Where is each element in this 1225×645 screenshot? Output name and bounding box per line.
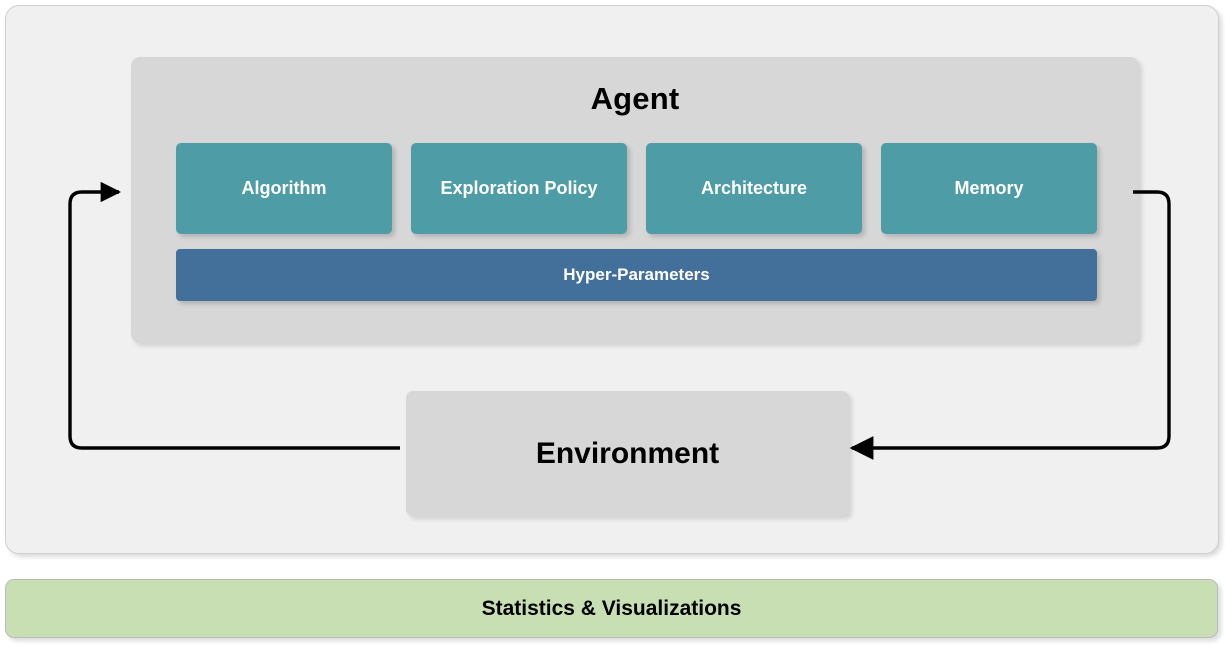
agent-panel[interactable]: Agent Algorithm Exploration Policy Archi… (131, 57, 1139, 343)
component-box-memory[interactable]: Memory (881, 143, 1097, 234)
hyper-parameters-label: Hyper-Parameters (563, 265, 710, 284)
environment-label: Environment (535, 436, 720, 470)
environment-box[interactable]: Environment (406, 391, 849, 516)
agent-title: Agent (590, 81, 680, 116)
component-box-architecture[interactable]: Architecture (646, 143, 862, 234)
component-box-algorithm[interactable]: Algorithm (176, 143, 392, 234)
agent-component-row: Algorithm Exploration Policy Architectur… (176, 143, 1097, 234)
statistics-visualizations-bar[interactable]: Statistics & Visualizations (5, 579, 1218, 638)
hyper-parameters-bar[interactable]: Hyper-Parameters (176, 249, 1097, 301)
component-label: Exploration Policy (440, 178, 598, 198)
system-frame: Agent Algorithm Exploration Policy Archi… (5, 5, 1219, 554)
component-label: Memory (954, 178, 1024, 198)
statistics-visualizations-label: Statistics & Visualizations (481, 596, 742, 620)
component-label: Algorithm (241, 178, 327, 198)
component-label: Architecture (700, 178, 808, 198)
component-box-exploration-policy[interactable]: Exploration Policy (411, 143, 627, 234)
